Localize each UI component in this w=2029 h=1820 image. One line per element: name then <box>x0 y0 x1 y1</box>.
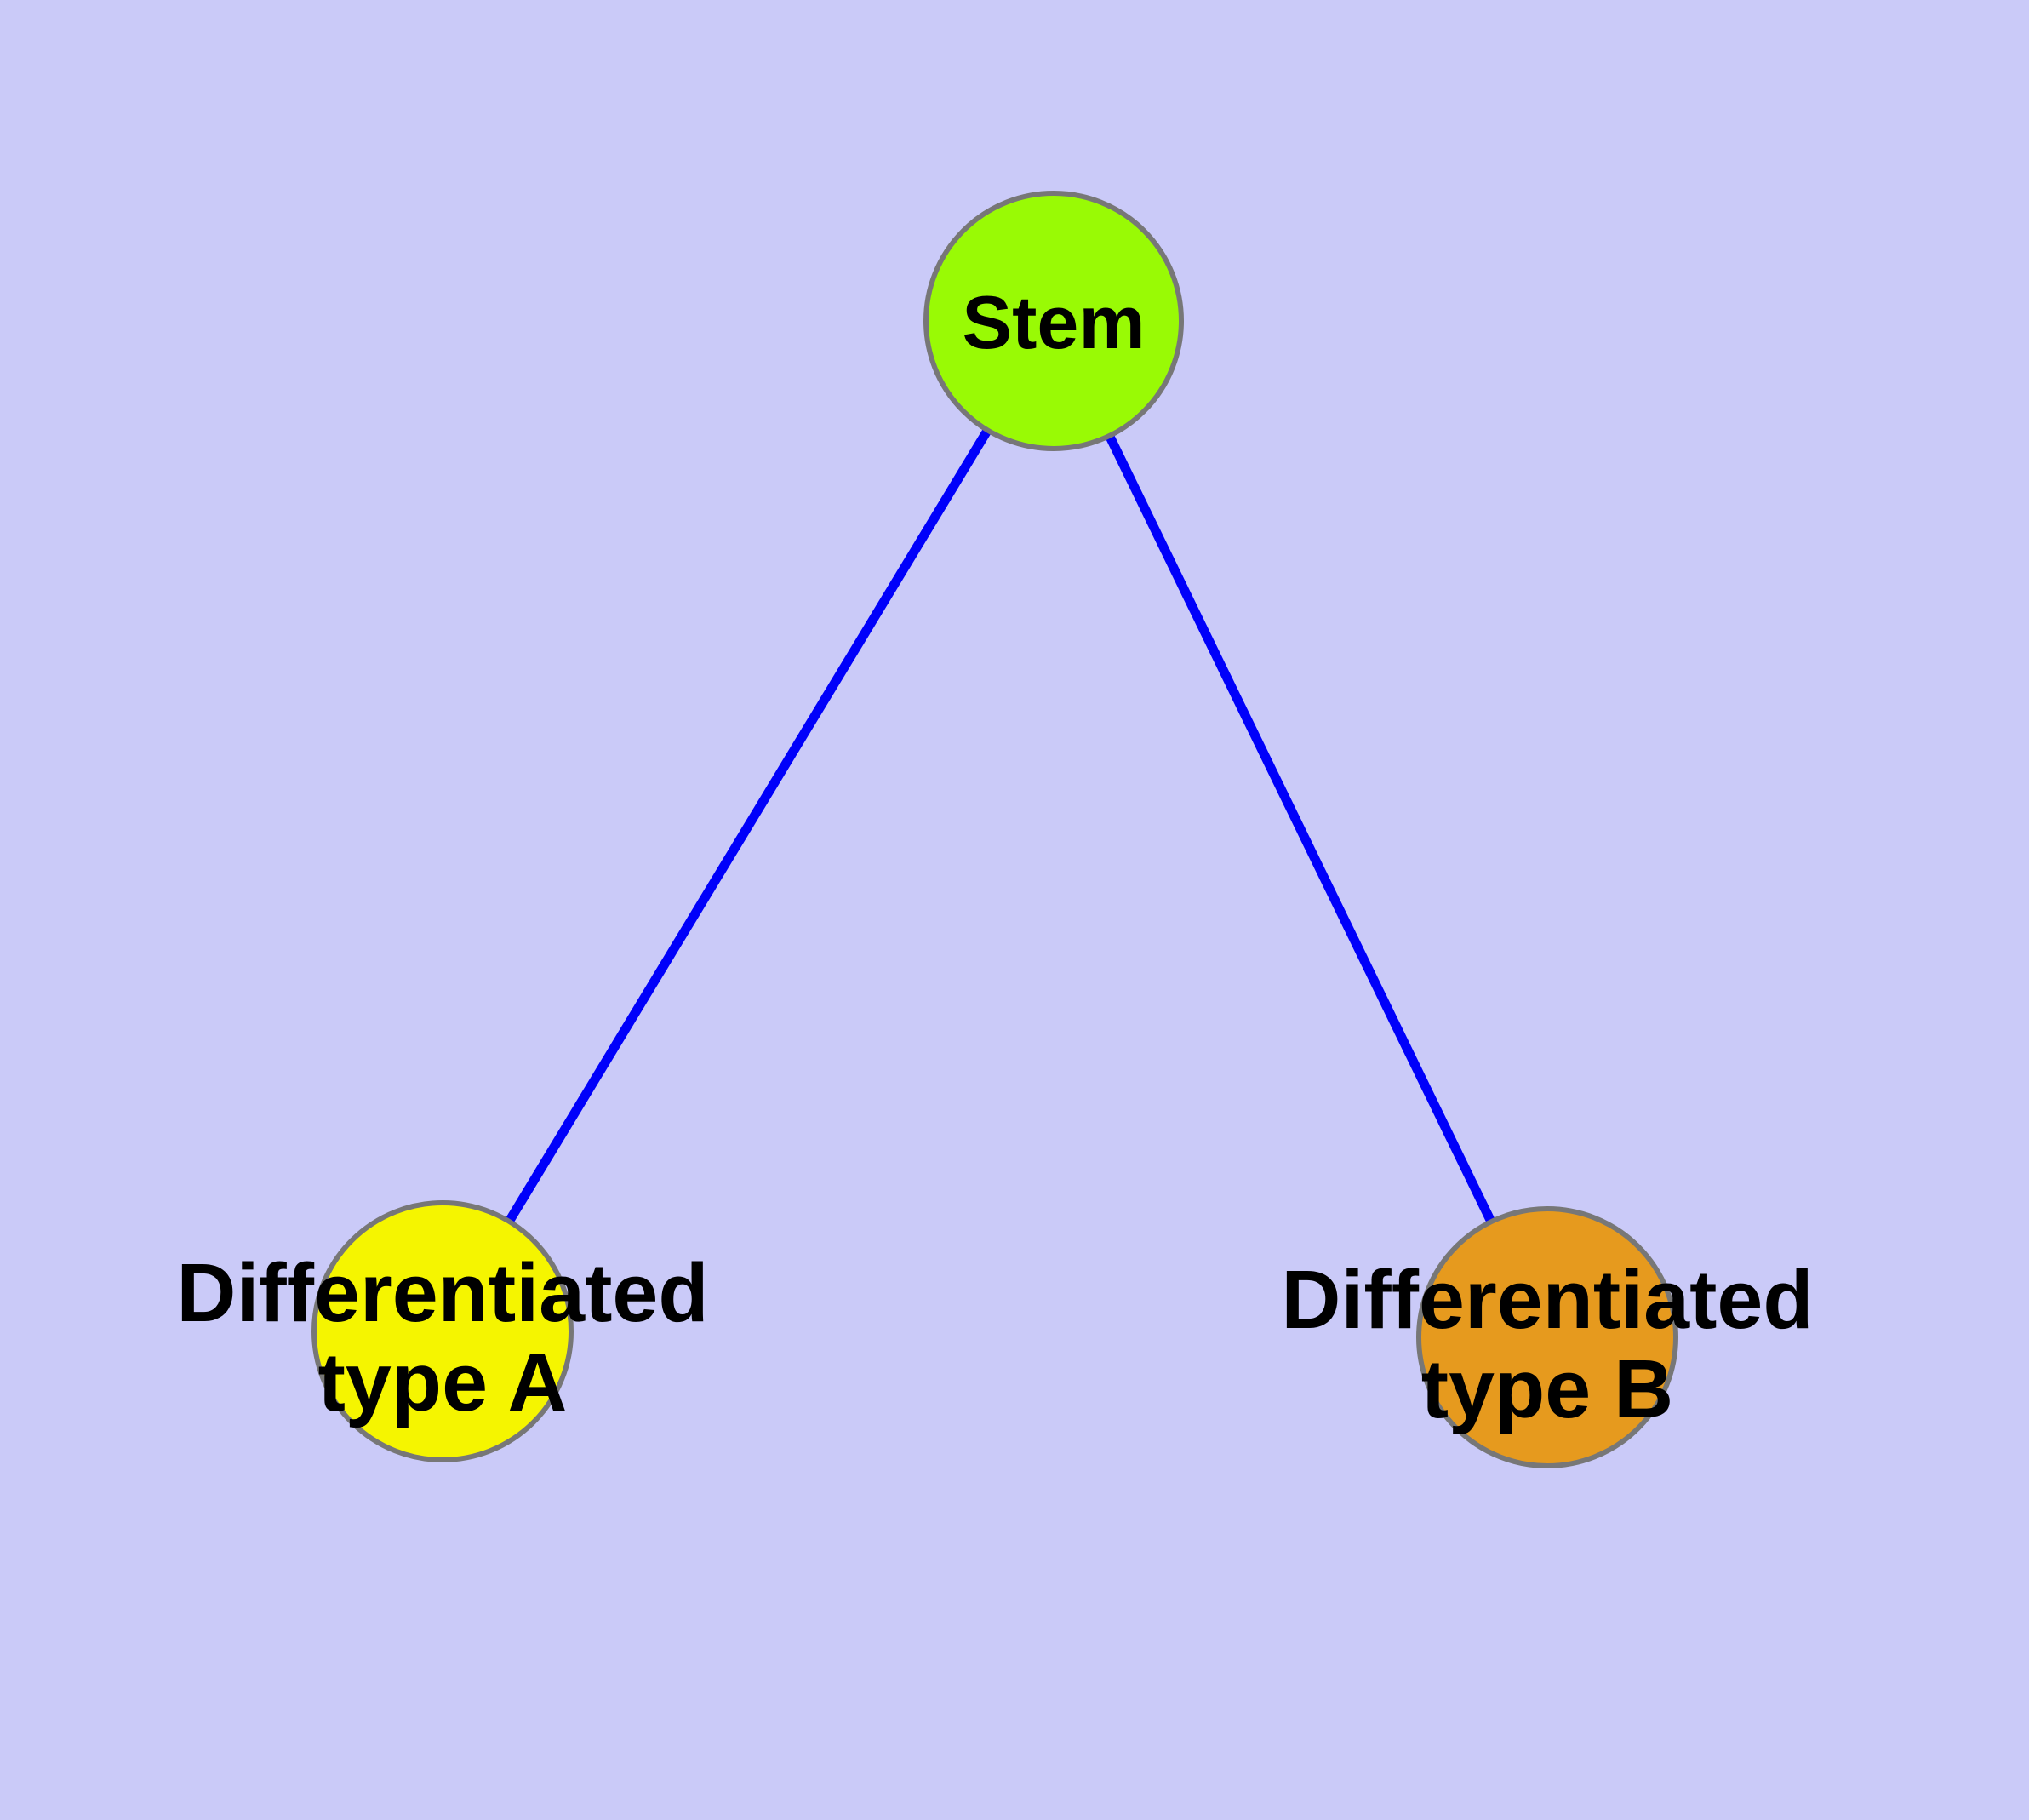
node-stem-label: Stem <box>962 280 1145 364</box>
node-type-b-label-line1: Differentiated <box>1281 1253 1813 1346</box>
node-type-a-label-line2: type A <box>318 1336 568 1428</box>
node-stem <box>923 191 1184 451</box>
edge-stem-to-type-b <box>1049 318 1552 1340</box>
node-differentiated-type-b <box>1416 1206 1678 1468</box>
node-differentiated-type-a <box>311 1200 574 1462</box>
node-type-a-label-line1: Differentiated <box>176 1246 708 1339</box>
node-type-b-label-line2: type B <box>1421 1342 1673 1435</box>
edge-stem-to-type-a <box>438 318 1058 1334</box>
